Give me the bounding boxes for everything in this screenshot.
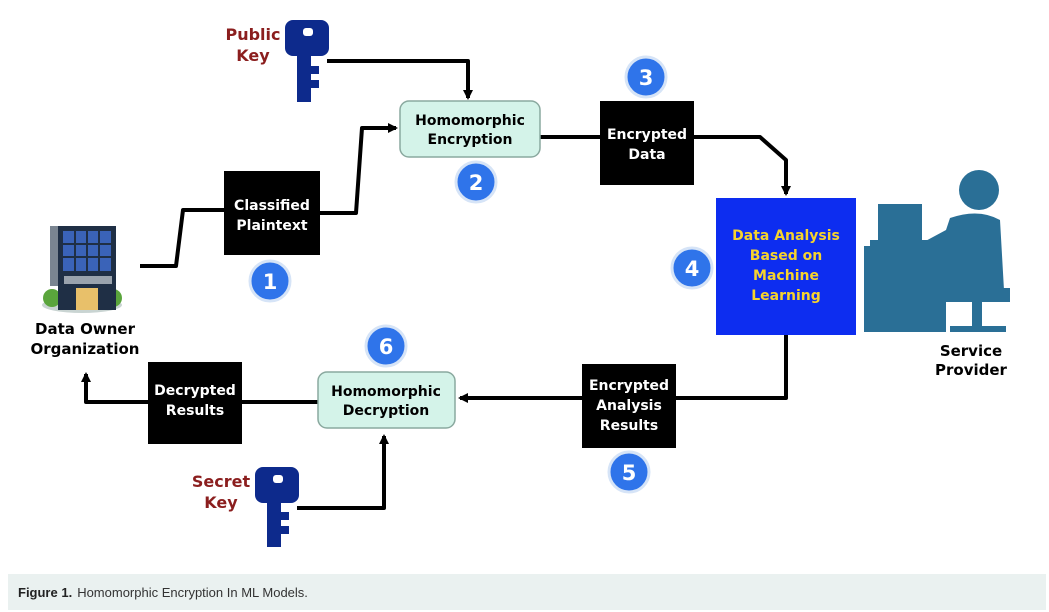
public-key: Public Key — [225, 20, 329, 102]
arrow-secret-key-to-decryption — [297, 434, 389, 510]
service-provider-icon — [864, 170, 1010, 332]
data-owner-label: Data Owner — [35, 320, 136, 338]
step-number: 4 — [685, 257, 700, 281]
step-4: 4 — [670, 246, 714, 290]
classified-plaintext-label: Classified — [234, 198, 310, 214]
decrypted-results-label: Results — [166, 403, 224, 419]
public-key-label: Public — [225, 25, 280, 44]
secret-key: Secret Key — [192, 467, 299, 547]
data-analysis-box: Data Analysis Based on Machine Learning — [716, 198, 856, 335]
step-number: 1 — [263, 270, 278, 294]
classified-plaintext-label: Plaintext — [236, 218, 307, 234]
arrow-owner-to-plaintext — [140, 208, 224, 268]
step-number: 2 — [469, 171, 484, 195]
arrow-plaintext-to-encryption — [320, 123, 398, 215]
homomorphic-encryption-label: Homomorphic — [415, 113, 525, 129]
homomorphic-decryption-label: Decryption — [343, 403, 430, 419]
flow-arrows — [81, 59, 791, 510]
arrow-decrypted-results-to-owner — [81, 372, 148, 404]
step-1: 1 — [248, 259, 292, 303]
decrypted-results-label: Decrypted — [154, 383, 236, 399]
public-key-icon — [285, 20, 329, 102]
arrow-analysis-to-encrypted-results — [676, 335, 788, 400]
step-5: 5 — [607, 450, 651, 494]
data-owner-building-icon — [42, 226, 122, 313]
public-key-label: Key — [236, 46, 270, 65]
encrypted-data-label: Encrypted — [607, 127, 687, 143]
encrypted-analysis-results-box: Encrypted Analysis Results — [582, 364, 676, 448]
data-owner-label: Data Owner Organization — [31, 320, 140, 358]
classified-plaintext-box: Classified Plaintext — [224, 171, 320, 255]
step-3: 3 — [624, 55, 668, 99]
homomorphic-encryption-diagram: Public Key Classified Plaintext Homomorp… — [31, 20, 1010, 547]
step-6: 6 — [364, 324, 408, 368]
data-owner-label: Organization — [31, 340, 140, 358]
arrow-encrypted-data-to-analysis — [694, 135, 791, 196]
service-provider-label: Provider — [935, 361, 1008, 379]
figure-caption-label: Figure 1. — [18, 584, 73, 600]
step-2: 2 — [454, 160, 498, 204]
homomorphic-decryption-box: Homomorphic Decryption — [317, 371, 456, 429]
step-number: 5 — [622, 461, 637, 485]
secret-key-label: Key — [204, 493, 238, 512]
arrow-public-key-to-encryption — [327, 59, 473, 100]
figure-caption-text: Homomorphic Encryption In ML Models. — [77, 584, 308, 600]
encrypted-data-label: Data — [628, 147, 665, 163]
data-analysis-label: Based on — [750, 248, 822, 264]
encrypted-analysis-results-label: Encrypted — [589, 378, 669, 394]
data-analysis-label: Learning — [751, 288, 821, 304]
step-number: 6 — [379, 335, 394, 359]
data-analysis-label: Data Analysis — [732, 228, 840, 244]
step-number: 3 — [639, 66, 654, 90]
homomorphic-encryption-label: Encryption — [428, 132, 513, 148]
secret-key-label: Secret — [192, 472, 251, 491]
encrypted-data-box: Encrypted Data — [600, 101, 694, 185]
homomorphic-decryption-label: Homomorphic — [331, 384, 441, 400]
service-provider-label: Service Provider — [935, 342, 1008, 379]
encrypted-analysis-results-label: Results — [600, 418, 658, 434]
service-provider-label: Service — [940, 342, 1002, 360]
figure-caption: Figure 1. Homomorphic Encryption In ML M… — [8, 574, 1046, 610]
homomorphic-encryption-box: Homomorphic Encryption — [399, 100, 541, 158]
secret-key-icon — [255, 467, 299, 547]
data-analysis-label: Machine — [753, 268, 819, 284]
decrypted-results-box: Decrypted Results — [148, 362, 242, 444]
encrypted-analysis-results-label: Analysis — [596, 398, 662, 414]
